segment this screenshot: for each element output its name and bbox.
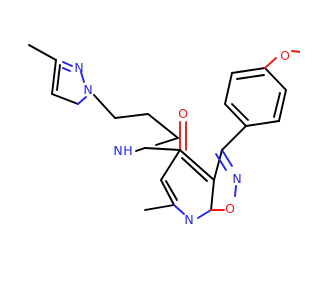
atom-o-methoxy: O xyxy=(280,48,290,63)
bond-ph-b-double xyxy=(273,92,281,118)
bond-ph-c xyxy=(264,67,287,91)
bond-pyr-c7a-c3a xyxy=(210,179,215,211)
bond-isox-c3-n xyxy=(221,149,233,167)
bond-methyl-pyridine xyxy=(144,204,175,211)
bond-pyrazole-c4-c5 xyxy=(51,93,79,105)
atom-n-isoxazole: N xyxy=(232,171,241,186)
bond-pyr-c6-n xyxy=(173,204,185,215)
bond-ch2-ch2 xyxy=(114,113,149,119)
bond-pyrazole-c3-c4 xyxy=(51,59,57,95)
bond-ph-e xyxy=(224,72,233,105)
bond-pyr-c4-c5 xyxy=(160,149,181,181)
bond-pyr-c3a-c4 xyxy=(179,149,215,181)
bond-pyrazole-c3-c4-double xyxy=(56,64,61,91)
atom-o-isoxazole: O xyxy=(225,201,235,216)
bond-ph-d-double xyxy=(236,74,265,80)
bond-ph-f-double xyxy=(231,103,249,121)
bonds xyxy=(28,44,300,219)
bond-ch2-ch2-b xyxy=(147,113,179,139)
bond-ph-f xyxy=(224,103,247,127)
molecule-structure: N H O O N O N N N xyxy=(0,0,300,300)
bond-n1-ch2 xyxy=(93,94,116,119)
bond-pyr-c5-c6 xyxy=(160,179,175,206)
bond-pyrazole-n2-c3 xyxy=(62,61,73,67)
bond-nh-co xyxy=(135,147,146,152)
atom-h-amide: H xyxy=(123,143,132,158)
atom-n-amide: N xyxy=(113,143,122,158)
atom-n-pyrazole-2: N xyxy=(74,60,83,75)
bond-ch2-nh xyxy=(155,137,179,146)
atom-n-pyrazole-1: N xyxy=(83,82,92,97)
bond-ph-a xyxy=(245,120,280,127)
bond-pyrazole-n1-n2 xyxy=(80,71,85,83)
atom-n-pyridine: N xyxy=(184,212,193,227)
bond-isox-c3a-c3 xyxy=(213,149,223,181)
bond-ph-b xyxy=(278,89,287,122)
bond-pyr-c5-c6-double xyxy=(165,180,178,201)
bond-ph-d xyxy=(231,67,266,74)
bond-pyr-n-c7a xyxy=(197,209,212,219)
bond-c3-phenyl xyxy=(221,125,247,151)
bond-pyr-c3a-c4-double xyxy=(181,157,208,182)
bond-pyrazole-c5-n1 xyxy=(77,96,87,105)
bond-isox-c3-n-double xyxy=(215,153,227,171)
atom-o-carbonyl: O xyxy=(178,106,188,121)
bond-co-c4 xyxy=(144,147,181,151)
atom-labels: N H O O N O N N N xyxy=(74,48,290,227)
background xyxy=(0,0,300,300)
bond-isox-n-o xyxy=(234,185,237,197)
bond-ph-ome xyxy=(264,57,277,69)
bond-ome-methyl xyxy=(291,50,300,53)
bond-pyrazole-n2-c3-double xyxy=(62,67,71,72)
bond-methyl-pyrazole xyxy=(28,44,57,61)
